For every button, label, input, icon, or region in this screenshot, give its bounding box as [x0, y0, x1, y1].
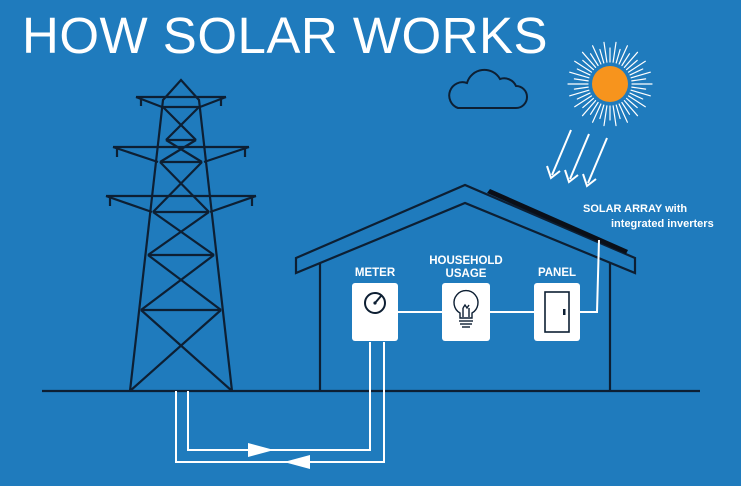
sun-ray	[573, 78, 589, 82]
sun-ray	[574, 60, 593, 73]
sun-ray	[612, 41, 617, 63]
sun-ray	[615, 48, 621, 64]
solar-panel	[487, 189, 628, 254]
household-label: HOUSEHOLD USAGE	[420, 255, 512, 281]
sun-ray	[569, 71, 590, 79]
sun-ray	[623, 99, 639, 117]
sun-ray	[629, 92, 644, 100]
sun-ray	[627, 95, 646, 108]
sun-ray	[618, 45, 629, 65]
sun-ray	[576, 68, 591, 76]
house-icon	[294, 183, 637, 391]
solar-array-label-line2: integrated inverters	[611, 218, 714, 230]
sun-ray	[589, 53, 599, 67]
sun-ray	[581, 51, 597, 69]
sunlight-arrows	[546, 129, 608, 188]
sun-ray	[599, 104, 605, 120]
sun-ray	[612, 105, 617, 127]
sun-ray	[625, 97, 638, 109]
sun-ray	[629, 68, 644, 76]
sun-ray	[631, 86, 647, 90]
transmission-tower-icon	[105, 78, 257, 392]
sun-ray	[582, 59, 595, 71]
sun-ray	[576, 92, 591, 100]
wiring	[175, 239, 600, 463]
light-bulb-icon	[442, 283, 490, 341]
sun-ray	[581, 99, 597, 117]
sun-ray	[623, 51, 639, 69]
electrical-panel-icon	[534, 283, 580, 341]
sun-ray	[631, 78, 647, 82]
sun-ray	[599, 48, 605, 64]
solar-array-label-line1: SOLAR ARRAY with	[583, 203, 688, 215]
sun-ray	[582, 97, 595, 109]
sun-ray	[603, 105, 608, 127]
sun-icon	[567, 41, 653, 127]
sun-ray	[625, 59, 638, 71]
sun-ray	[615, 104, 621, 120]
sun-ray	[627, 60, 646, 73]
sun-ray	[569, 89, 590, 97]
sun-ray	[618, 103, 629, 123]
sun-ray	[621, 53, 631, 67]
sun-ray	[573, 86, 589, 90]
page-title: HOW SOLAR WORKS	[22, 7, 549, 64]
flow-arrow-left	[284, 455, 310, 469]
household-label-line1: HOUSEHOLD	[429, 255, 503, 267]
meter-icon	[352, 283, 398, 341]
meter-label: METER	[354, 267, 396, 279]
sun-ray	[589, 101, 599, 115]
sun-ray	[630, 71, 651, 79]
sun-ray	[591, 103, 602, 123]
sun-ray	[630, 89, 651, 97]
flow-arrow-right	[248, 443, 274, 457]
sun-ray	[574, 95, 593, 108]
household-label-line2: USAGE	[445, 268, 487, 280]
sun-ray	[591, 45, 602, 65]
panel-label: PANEL	[537, 267, 577, 279]
cloud-icon	[448, 68, 528, 109]
sun-ray	[603, 41, 608, 63]
sun-ray	[621, 101, 631, 115]
